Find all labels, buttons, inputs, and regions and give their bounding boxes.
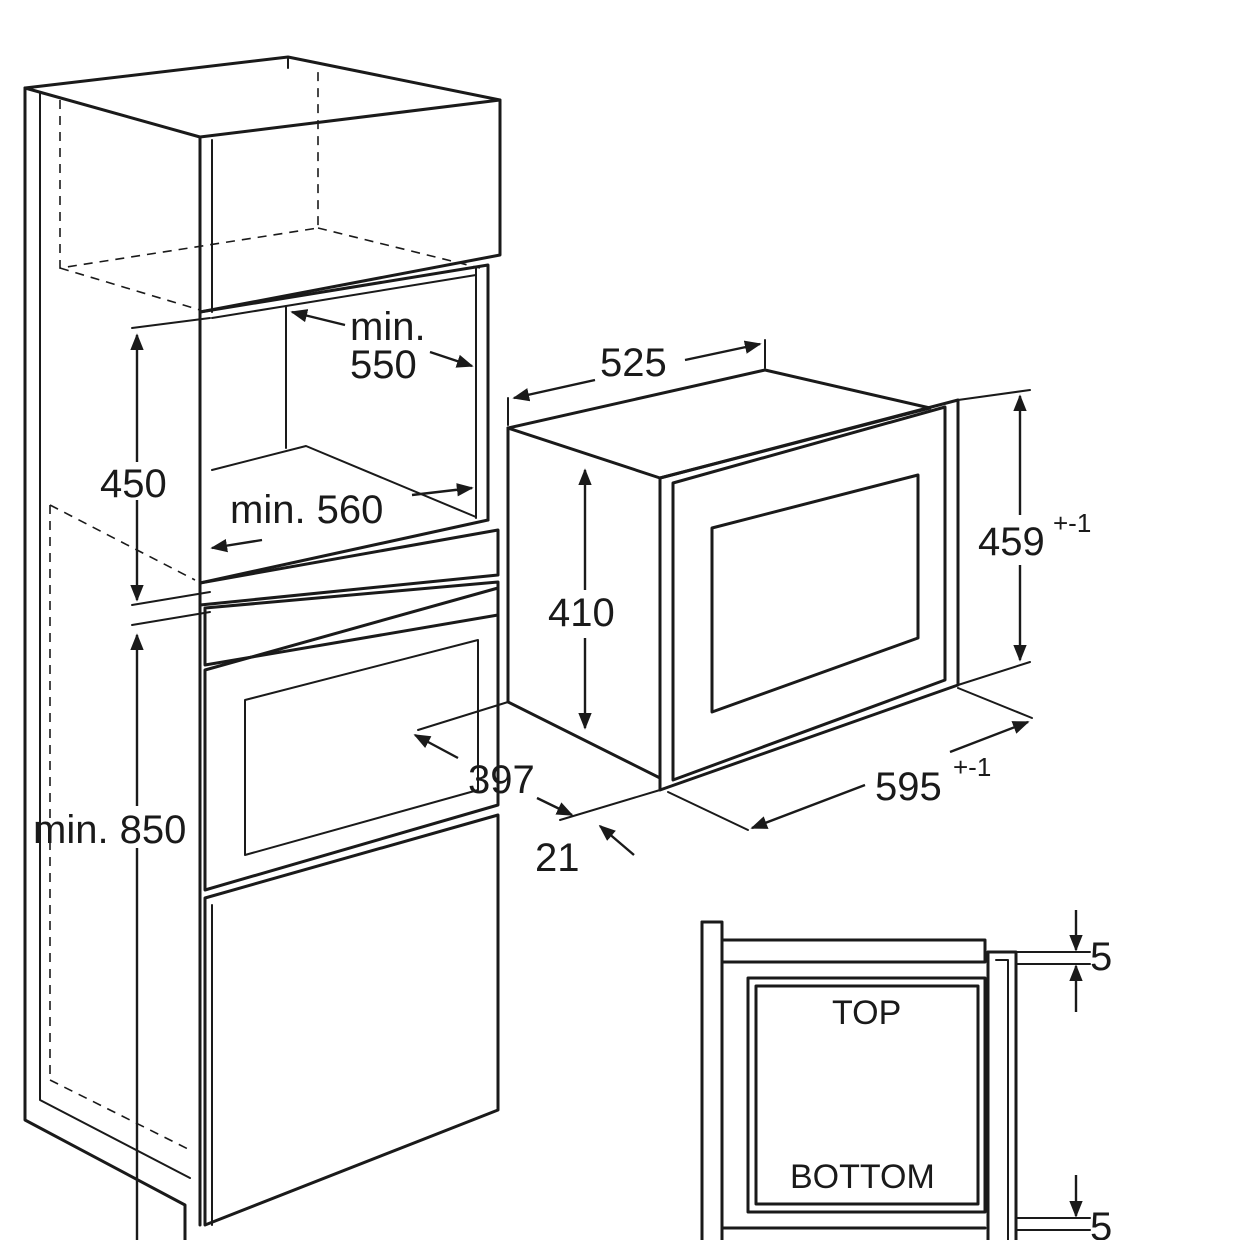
cabinet-depth-label-line2: 550 [350, 343, 417, 387]
bottom-gap-label: 5 [1090, 1205, 1112, 1240]
front-height-tolerance: +-1 [1053, 508, 1091, 538]
cabinet-depth-label-line1: min. [350, 305, 426, 349]
section-detail: TOP BOTTOM 5 5 [700, 910, 1112, 1240]
floor-height-label: min. 850 [33, 808, 186, 852]
appliance-body [506, 368, 960, 792]
section-bottom-label: BOTTOM [790, 1158, 935, 1196]
top-gap-label: 5 [1090, 935, 1112, 979]
cabinet-width-label: min. 560 [230, 488, 383, 532]
body-height-label: 410 [548, 591, 615, 635]
appliance-dimensions: 525 410 459 +-1 595 +-1 397 21 [413, 339, 1091, 880]
niche-height-label: 450 [100, 462, 167, 506]
section-top-label: TOP [832, 994, 901, 1032]
front-width-tolerance: +-1 [953, 752, 991, 782]
cabinet-dimensions: min. 550 min. 560 450 min. 850 [33, 305, 474, 1240]
front-width-label: 595 [875, 765, 942, 809]
door-offset-label: 397 [468, 758, 535, 802]
appliance-depth-label: 525 [600, 341, 667, 385]
tall-cabinet [23, 55, 502, 1240]
front-thickness-label: 21 [535, 836, 580, 880]
front-height-label: 459 [978, 520, 1045, 564]
